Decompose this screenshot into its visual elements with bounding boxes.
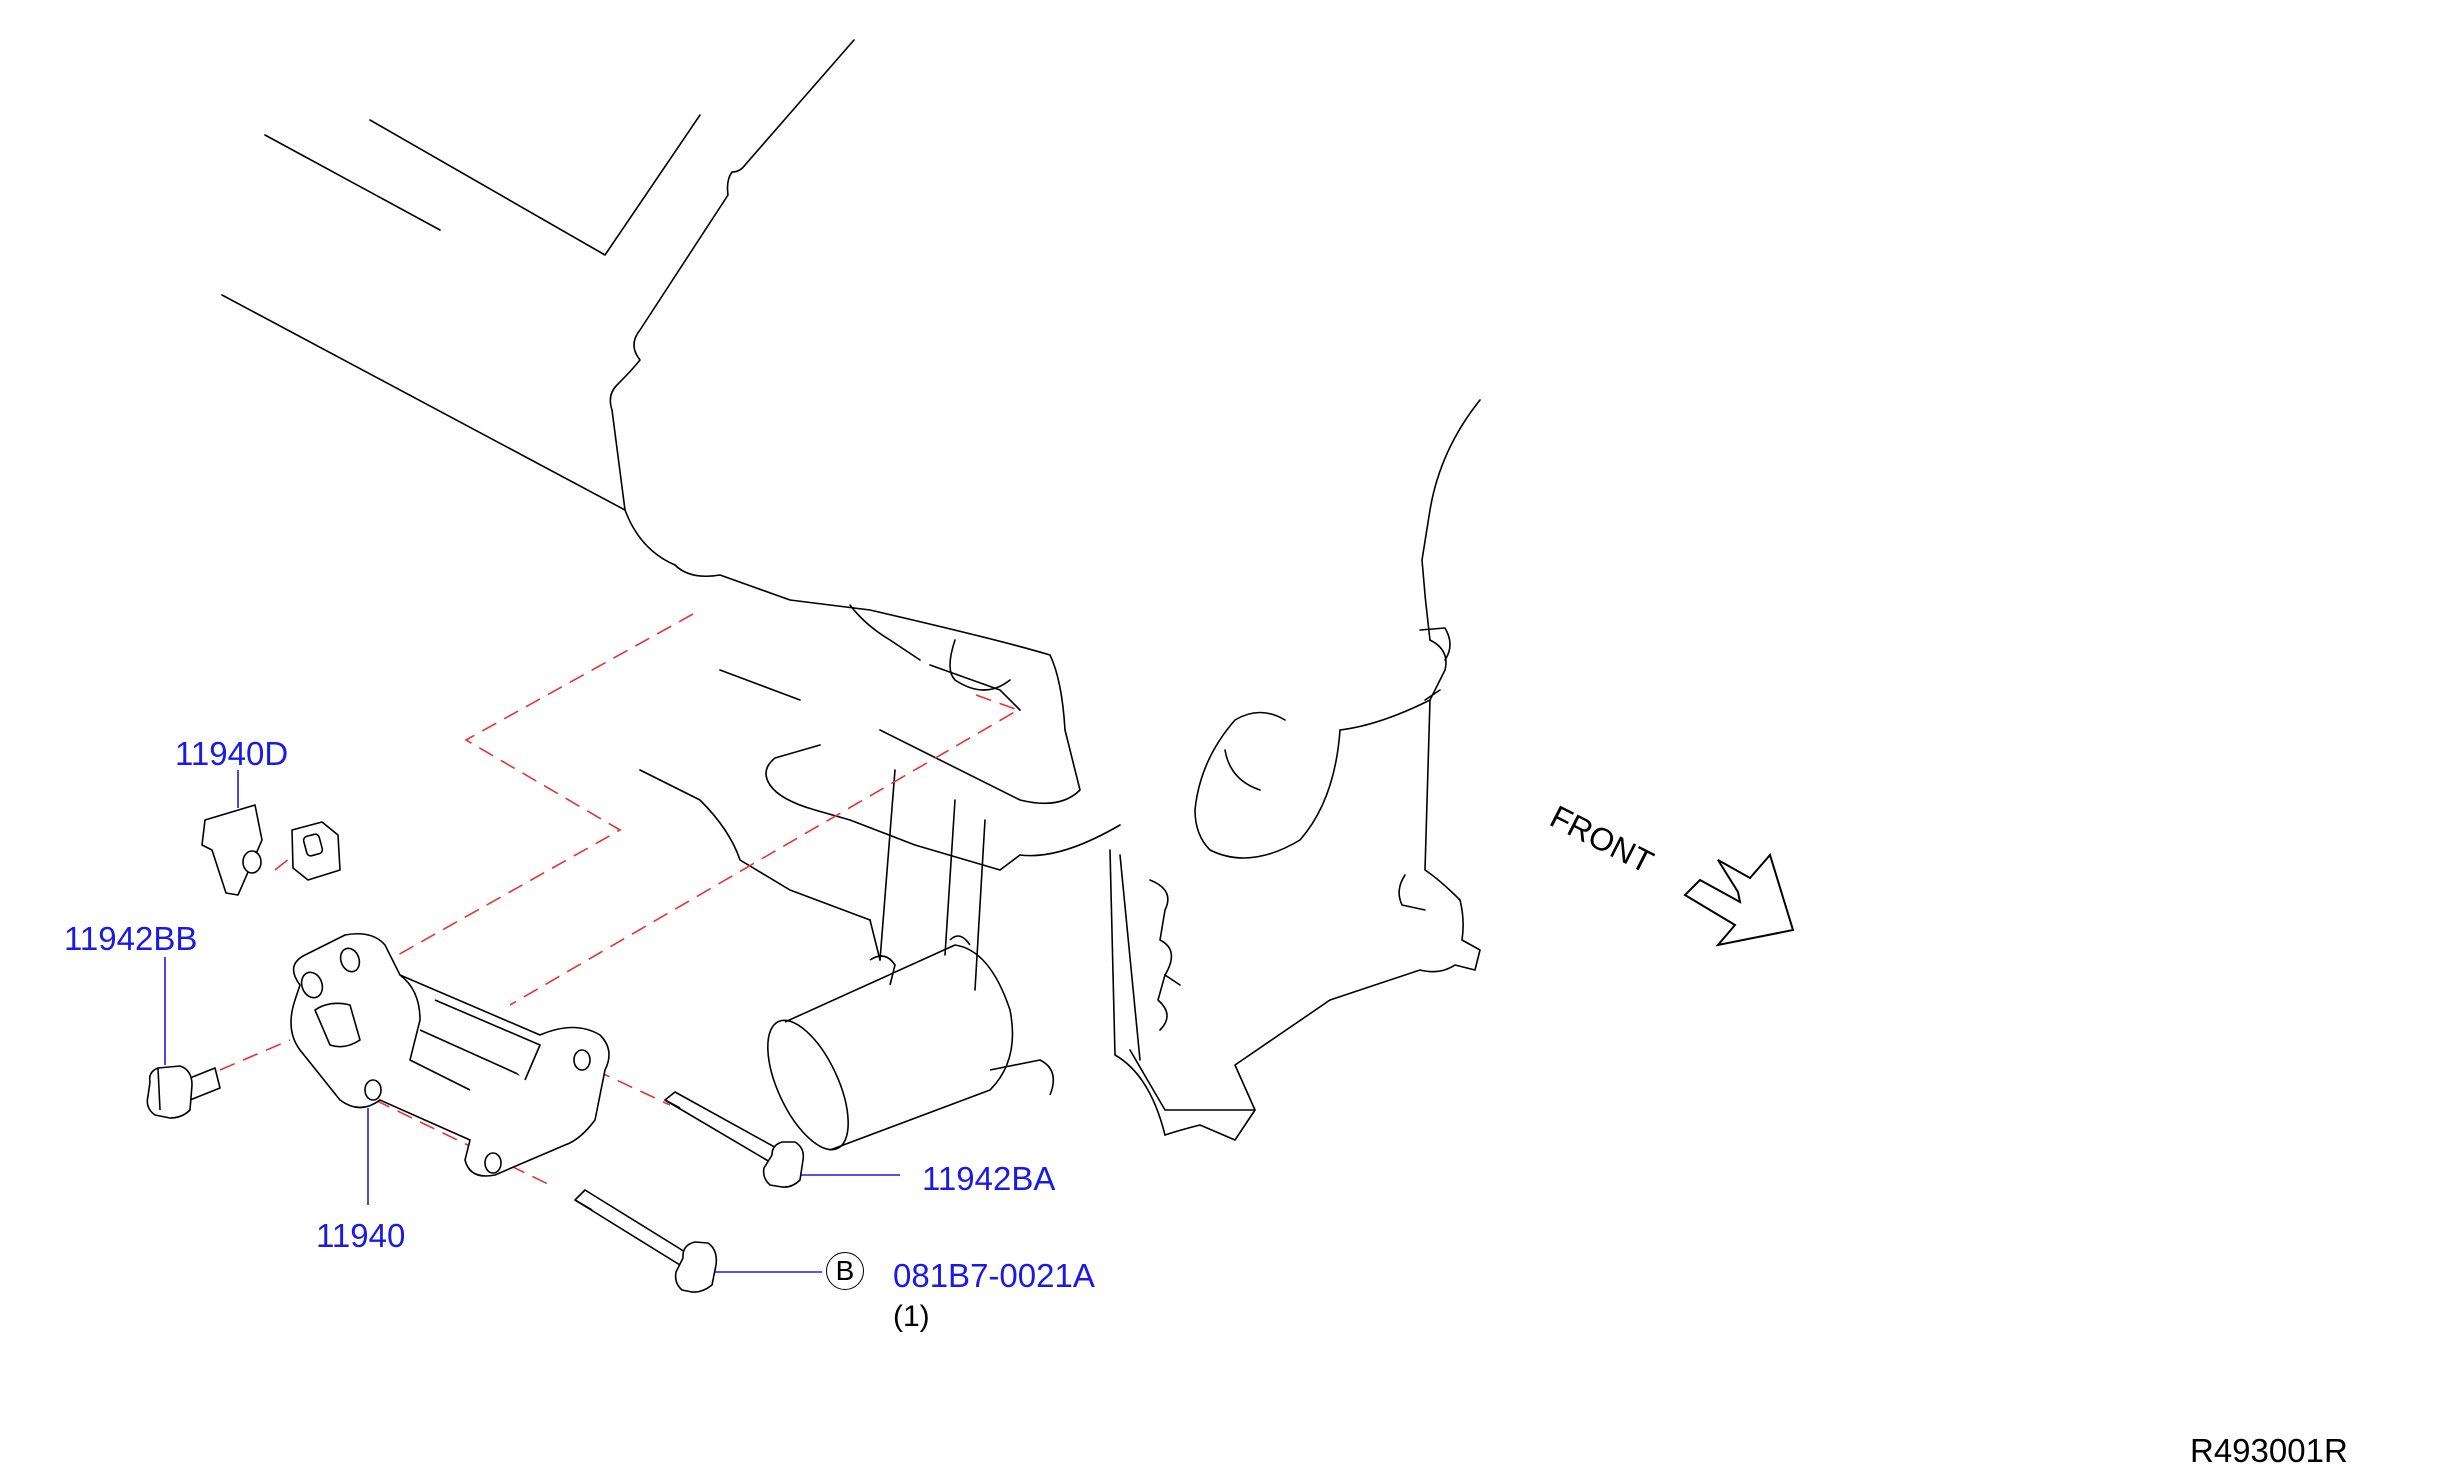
part-label-081B7-0021A: 081B7-0021A (893, 1257, 1095, 1294)
part-label-11940: 11940 (316, 1217, 406, 1254)
part-081B7-0021A-bolt (574, 1189, 718, 1293)
part-11942BB-bolt (146, 1065, 221, 1119)
part-11940D-bracket (201, 804, 341, 896)
starter-motor (767, 935, 1055, 1151)
part-label-11940D: 11940D (175, 735, 289, 772)
engine-block (221, 39, 1481, 1141)
front-direction-arrow (1683, 852, 1795, 947)
alignment-guides (219, 613, 1020, 1186)
part-11940-bracket (290, 932, 610, 1177)
leader-lines (164, 770, 900, 1273)
part-quantity: (1) (893, 1300, 930, 1333)
diagram-reference-code: R493001R (2190, 1432, 2348, 1469)
part-label-11942BA: 11942BA (922, 1160, 1056, 1197)
part-11942BA-bolt (664, 1091, 805, 1188)
callout-marker-b: B (826, 1252, 864, 1290)
part-label-11942BB: 11942BB (64, 920, 198, 957)
